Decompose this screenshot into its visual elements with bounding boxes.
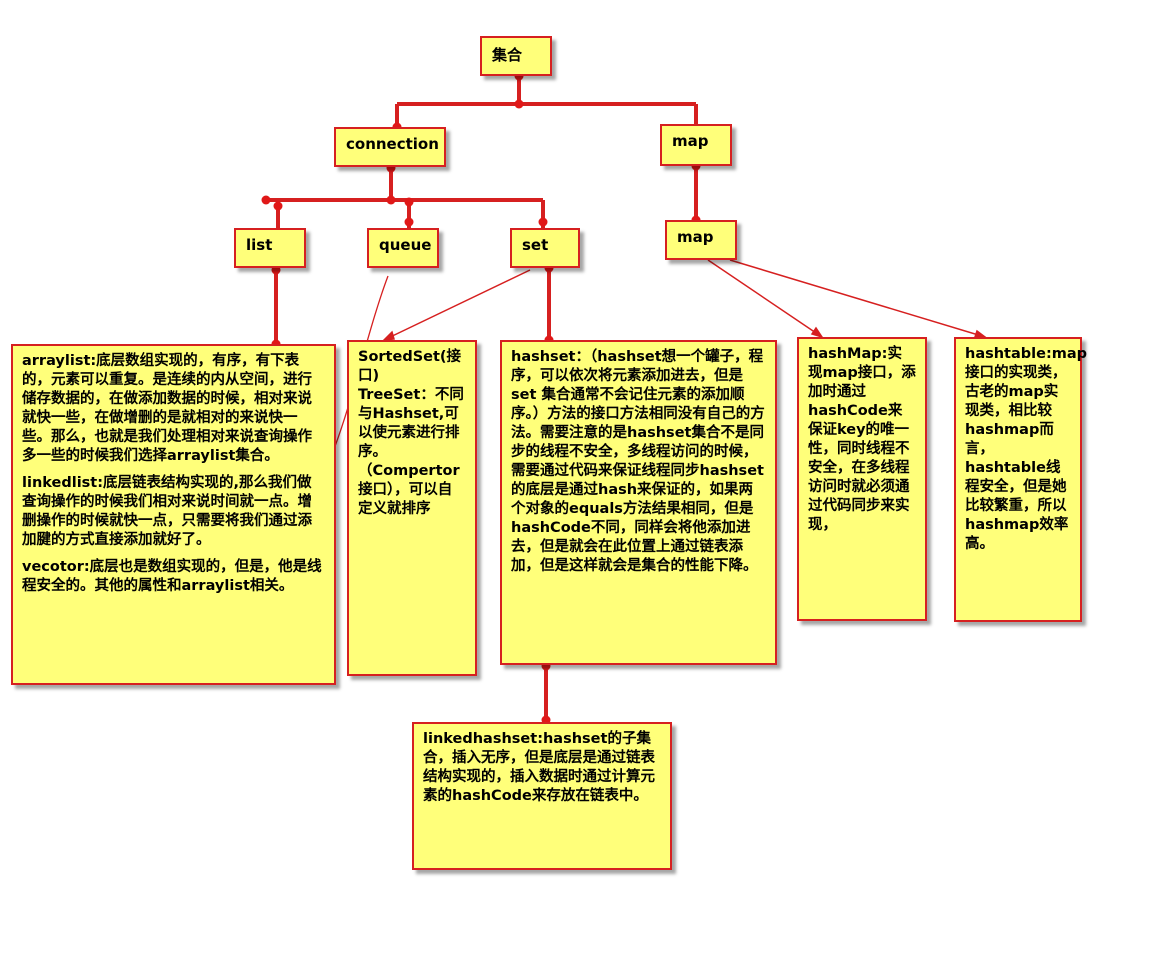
note-linkedlist: linkedlist:底层链表结构实现的,那么我们做查询操作的时候我们相对来说时…	[22, 475, 312, 548]
node-list[interactable]: list	[234, 228, 306, 268]
note-hashmap-text: hashMap:实现map接口，添加时通过hashCode来保证key的唯一性，…	[808, 346, 916, 533]
node-map-sub[interactable]: map	[665, 220, 737, 260]
note-hashtable-text: hashtable:map接口的实现类，古老的map实现类，相比较hashmap…	[965, 346, 1088, 552]
note-linkedhashset[interactable]: linkedhashset:hashset的子集合，插入无序，但是底层是通过链表…	[412, 722, 672, 870]
note-hashset-text: hashset：（hashset想一个罐子，程序，可以依次将元素添加进去，但是s…	[511, 349, 765, 574]
node-collection-root[interactable]: 集合	[480, 36, 552, 76]
tree-connectors	[266, 76, 698, 722]
node-queue[interactable]: queue	[367, 228, 439, 268]
note-hashset[interactable]: hashset：（hashset想一个罐子，程序，可以依次将元素添加进去，但是s…	[500, 340, 777, 665]
node-connection[interactable]: connection	[334, 127, 446, 167]
note-hashtable[interactable]: hashtable:map接口的实现类，古老的map实现类，相比较hashmap…	[954, 337, 1088, 622]
note-sortedset-text: SortedSet(接口) TreeSet：不同与Hashset,可以使元素进行…	[358, 349, 464, 517]
node-set[interactable]: set	[510, 228, 580, 268]
note-sortedset[interactable]: SortedSet(接口) TreeSet：不同与Hashset,可以使元素进行…	[347, 340, 477, 676]
note-list-implementations[interactable]: arraylist:底层数组实现的，有序，有下表的，元素可以重复。是连续的内从空…	[11, 344, 336, 685]
node-map-top[interactable]: map	[660, 124, 732, 166]
note-vector: vecotor:底层也是数组实现的，但是，他是线程安全的。其他的属性和array…	[22, 559, 322, 594]
note-hashmap[interactable]: hashMap:实现map接口，添加时通过hashCode来保证key的唯一性，…	[797, 337, 927, 621]
note-arraylist: arraylist:底层数组实现的，有序，有下表的，元素可以重复。是连续的内从空…	[22, 353, 312, 464]
note-linkedhashset-text: linkedhashset:hashset的子集合，插入无序，但是底层是通过链表…	[423, 731, 655, 804]
